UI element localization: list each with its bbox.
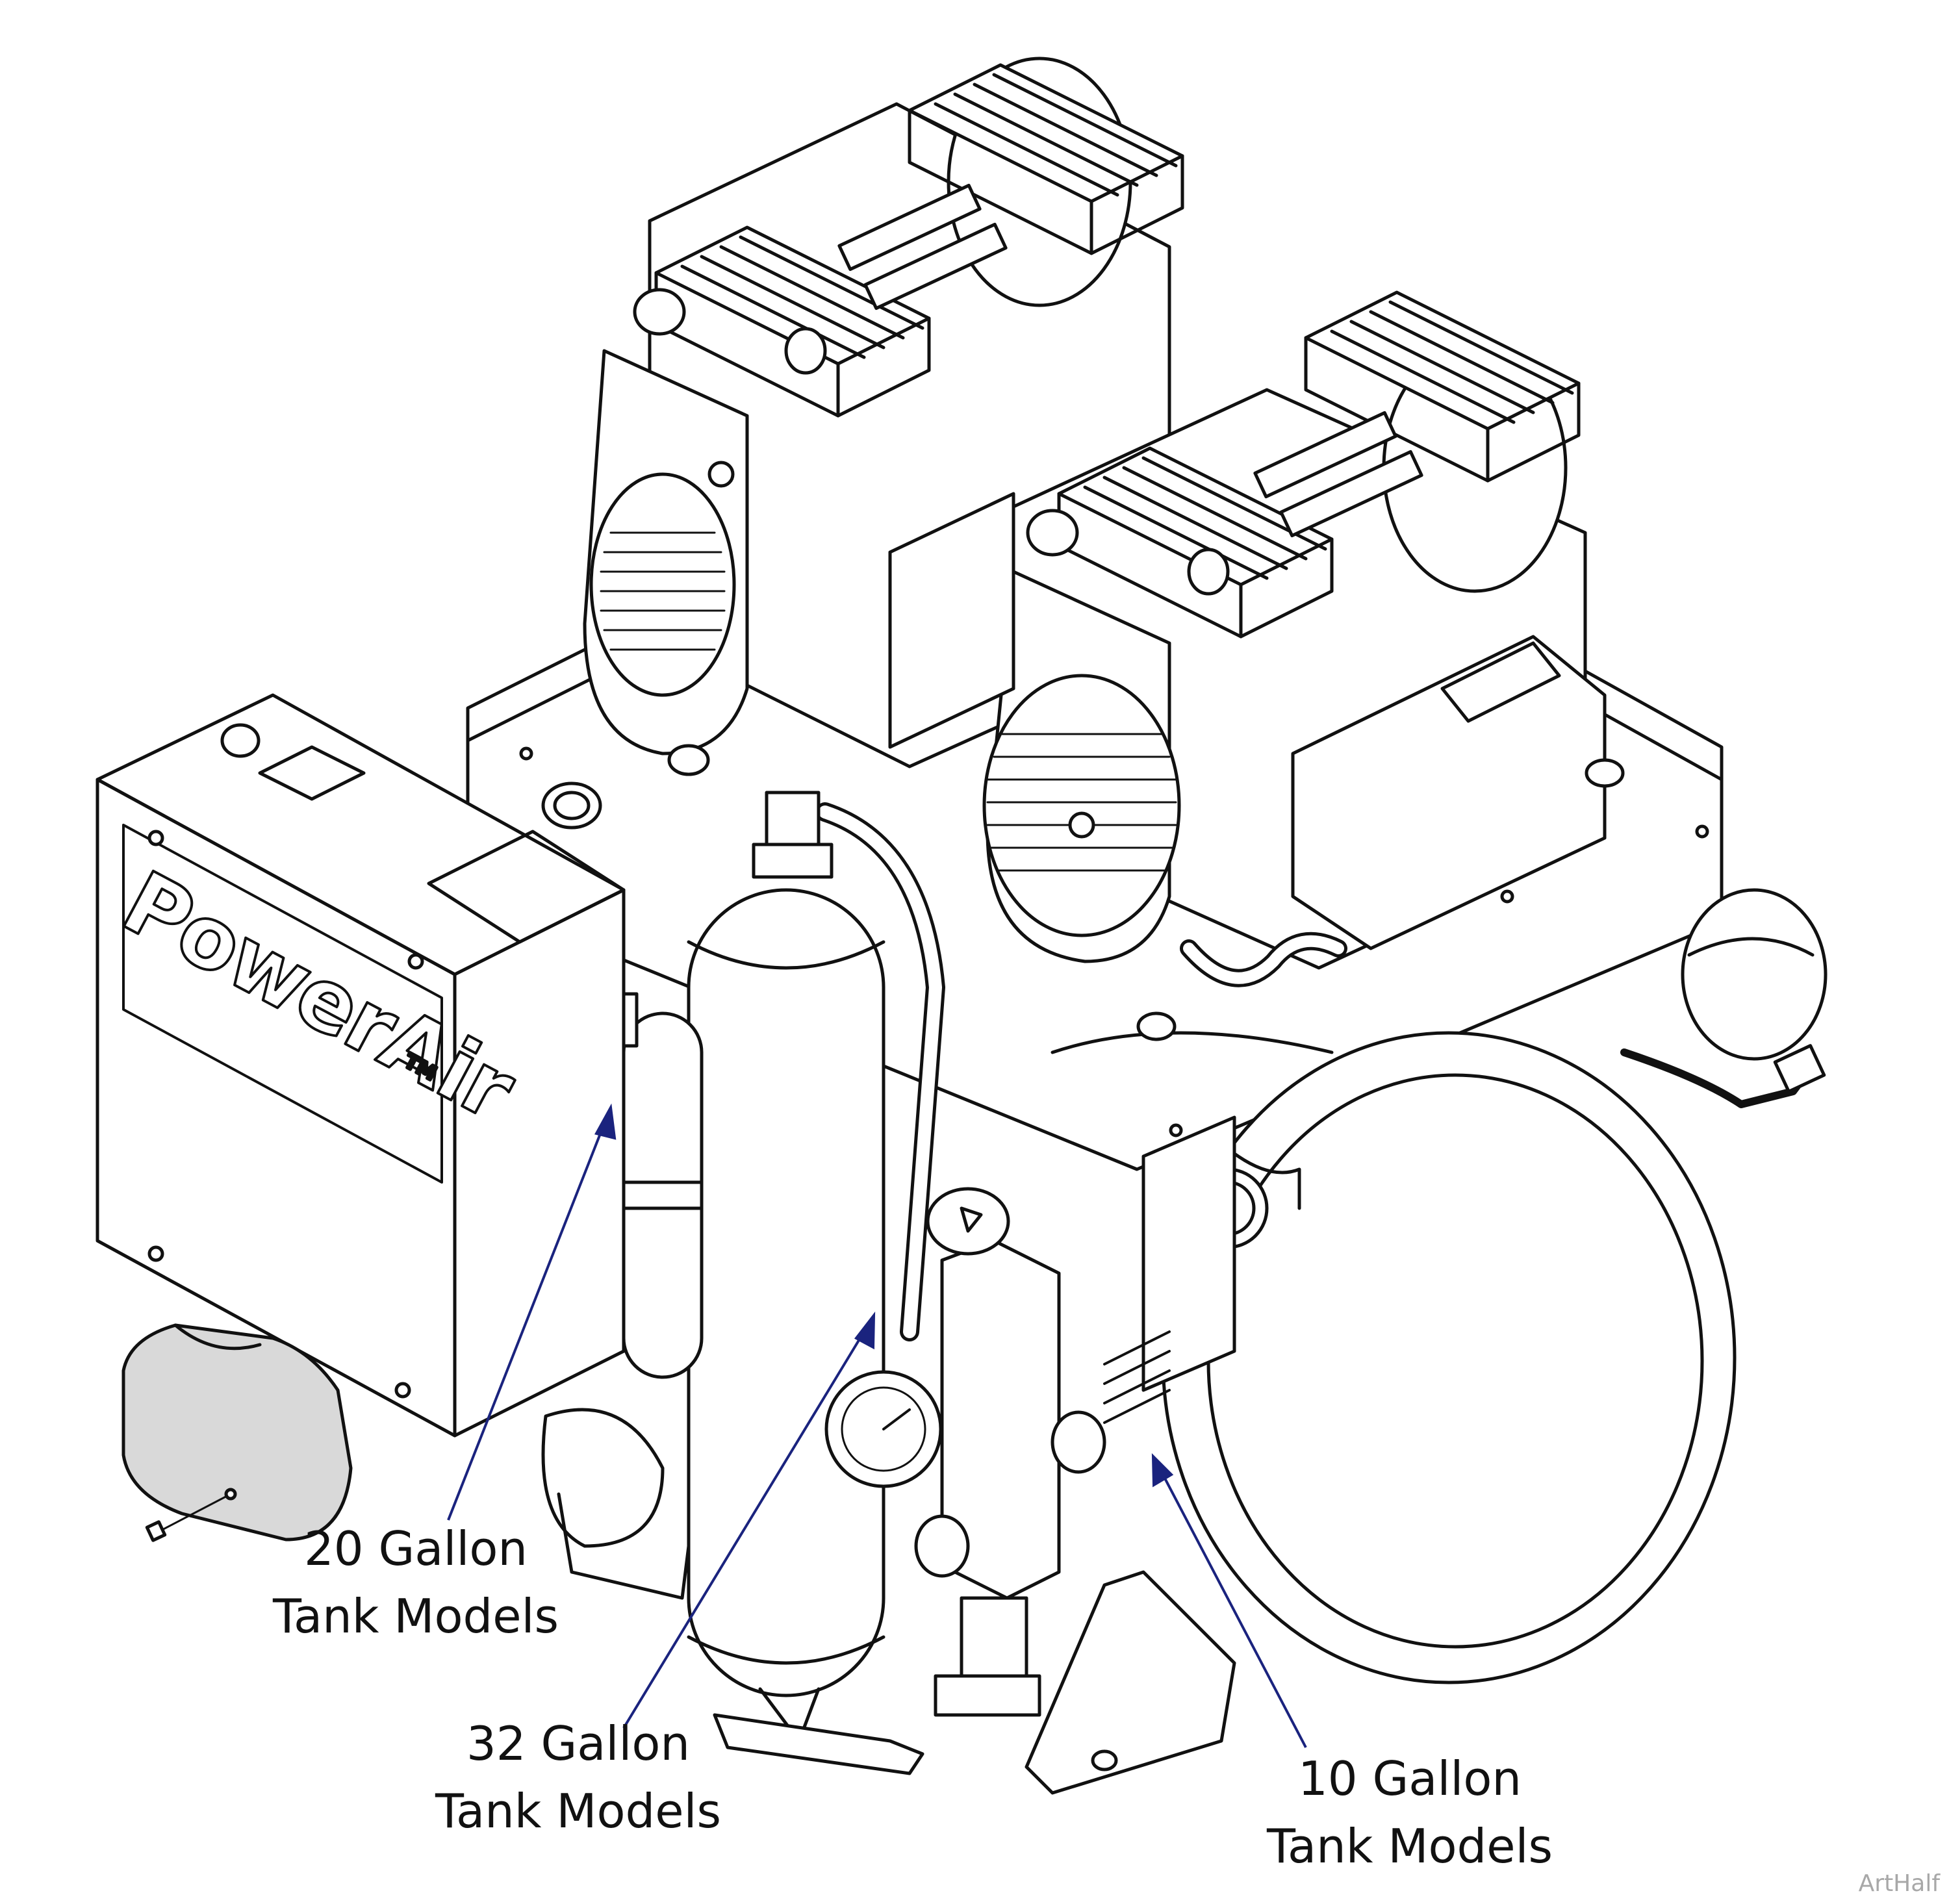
callout-10-line1: 10 Gallon — [1297, 1751, 1522, 1806]
callout-10-line2: Tank Models — [1266, 1819, 1553, 1873]
callout-32-gallon: 32 Gallon Tank Models — [383, 1710, 773, 1845]
callout-20-gallon: 20 Gallon Tank Models — [221, 1515, 611, 1650]
tank-foot — [1025, 1570, 1236, 1795]
regulator-assembly — [824, 1187, 1061, 1717]
removed-cover — [121, 1323, 353, 1542]
callout-leaders — [447, 1103, 1307, 1748]
callout-10-gallon: 10 Gallon Tank Models — [1215, 1745, 1605, 1880]
art-credit: ArtHalf — [1858, 1870, 1940, 1897]
auxiliary-tank — [1681, 888, 1828, 1061]
wheel — [541, 1408, 665, 1548]
control-box: PowerAir TM — [96, 693, 626, 1438]
horizontal-tank-end — [1161, 1031, 1737, 1684]
callout-32-line1: 32 Gallon — [466, 1716, 691, 1771]
callout-20-line2: Tank Models — [272, 1589, 559, 1644]
callout-32-line2: Tank Models — [435, 1784, 722, 1838]
vertical-tank — [687, 791, 924, 1775]
front-pump — [888, 290, 1607, 970]
callout-20-line1: 20 Gallon — [303, 1521, 528, 1576]
